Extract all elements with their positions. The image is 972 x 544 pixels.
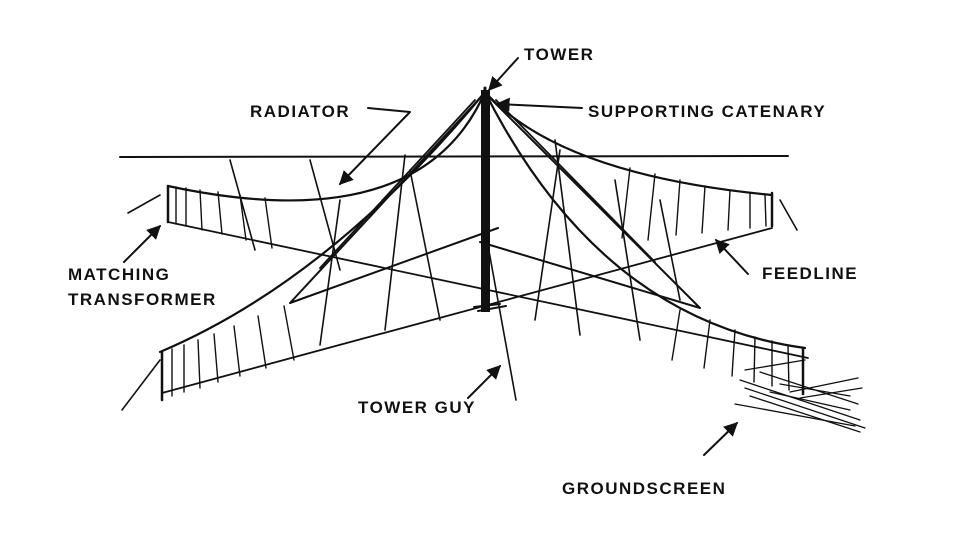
tower-guy xyxy=(121,139,798,411)
label-tower-guy: TOWER GUY xyxy=(358,398,477,417)
label-groundscreen: GROUNDSCREEN xyxy=(562,479,727,498)
matching-transformer-arrow xyxy=(123,225,161,263)
groundscreen xyxy=(734,359,866,433)
groundscreen-arrow xyxy=(703,422,739,456)
feedline-arrow xyxy=(715,238,749,275)
supporting-catenary xyxy=(158,90,807,354)
tower-guy-arrow xyxy=(467,365,501,399)
label-tower: TOWER xyxy=(524,45,595,64)
label-feedline: FEEDLINE xyxy=(762,264,859,283)
tower-arrow xyxy=(488,57,519,92)
radiator-arrow xyxy=(339,107,411,186)
label-matching-transformer: MATCHING TRANSFORMER xyxy=(68,264,217,311)
feedline xyxy=(160,167,805,402)
pointer-arrows xyxy=(123,57,749,456)
label-supporting-catenary: SUPPORTING CATENARY xyxy=(588,102,827,121)
radiator xyxy=(161,97,809,394)
label-radiator: RADIATOR xyxy=(250,102,351,121)
label-matching: MATCHING xyxy=(68,265,171,284)
horizon-line xyxy=(119,155,789,158)
supporting-catenary-arrow xyxy=(495,97,583,112)
label-transformer: TRANSFORMER xyxy=(68,290,217,310)
